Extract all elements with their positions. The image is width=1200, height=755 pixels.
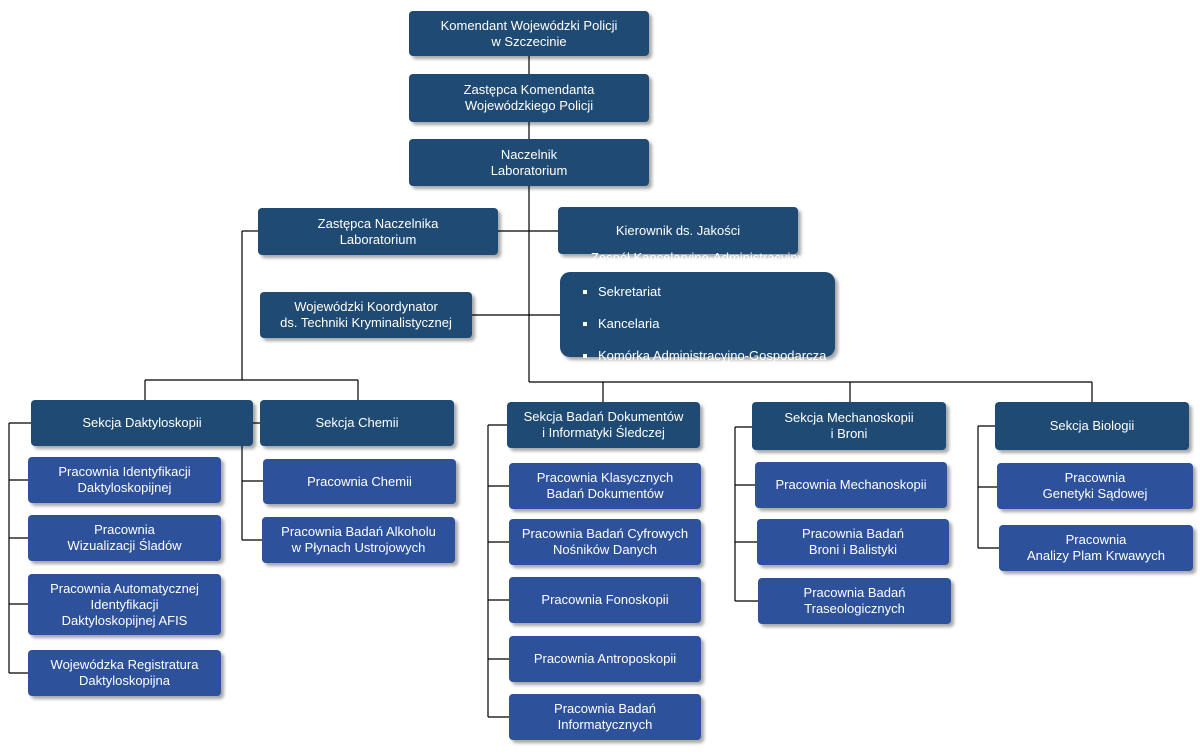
zastepca-naczelnika-box[interactable]: Zastępca Naczelnika Laboratorium: [258, 208, 498, 255]
unit-chemii[interactable]: Pracownia Chemii: [263, 459, 456, 504]
unit-wizualizacji-sladow[interactable]: Pracownia Wizualizacji Śladów: [28, 515, 221, 561]
komendant-box[interactable]: Komendant Wojewódzki Policji w Szczecini…: [409, 11, 649, 56]
unit-traseologicznych[interactable]: Pracownia Badań Traseologicznych: [758, 578, 951, 624]
section-chemia[interactable]: Sekcja Chemii: [260, 400, 454, 446]
zespol-list: Sekretariat Kancelaria Komórka Administr…: [580, 268, 826, 380]
unit-analizy-plam[interactable]: Pracownia Analizy Plam Krwawych: [999, 525, 1193, 571]
section-mechanoskopia[interactable]: Sekcja Mechanoskopii i Broni: [752, 402, 946, 450]
unit-badan-alkoholu[interactable]: Pracownia Badań Alkoholu w Płynach Ustro…: [262, 517, 455, 563]
unit-mechanoskopii[interactable]: Pracownia Mechanoskopii: [755, 462, 947, 508]
koordynator-box[interactable]: Wojewódzki Koordynator ds. Techniki Krym…: [260, 292, 472, 338]
unit-identyfikacji-daktyloskopijnej[interactable]: Pracownia Identyfikacji Daktyloskopijnej: [28, 457, 221, 503]
section-biologia[interactable]: Sekcja Biologii: [995, 402, 1189, 450]
unit-antroposkopii[interactable]: Pracownia Antroposkopii: [509, 636, 701, 682]
section-dokumenty[interactable]: Sekcja Badań Dokumentów i Informatyki Śl…: [507, 402, 700, 448]
zespol-item: Kancelaria: [580, 316, 826, 332]
unit-informatycznych[interactable]: Pracownia Badań Informatycznych: [509, 694, 701, 740]
unit-klasycznych-badan[interactable]: Pracownia Klasycznych Badań Dokumentów: [509, 463, 701, 509]
kierownik-jakosci-box[interactable]: Kierownik ds. Jakości: [558, 207, 798, 254]
naczelnik-box[interactable]: Naczelnik Laboratorium: [409, 139, 649, 186]
section-daktyloskopia[interactable]: Sekcja Daktyloskopii: [31, 400, 253, 446]
zespol-title: Zespół Kancelaryjno-Administracyjny: [590, 249, 805, 265]
zespol-item: Sekretariat: [580, 284, 826, 300]
unit-fonoskopii[interactable]: Pracownia Fonoskopii: [509, 577, 701, 623]
unit-broni-balistyki[interactable]: Pracownia Badań Broni i Balistyki: [757, 519, 949, 565]
zespol-item: Komórka Administracyjno-Gospodarcza: [580, 348, 826, 364]
zastepca-komendanta-box[interactable]: Zastępca Komendanta Wojewódzkiego Policj…: [409, 74, 649, 122]
unit-registratura[interactable]: Wojewódzka Registratura Daktyloskopijna: [28, 650, 221, 696]
unit-cyfrowych-nosnikow[interactable]: Pracownia Badań Cyfrowych Nośników Danyc…: [509, 519, 701, 565]
unit-genetyki-sadowej[interactable]: Pracownia Genetyki Sądowej: [997, 463, 1193, 509]
zespol-kancelaryjny-box[interactable]: Zespół Kancelaryjno-Administracyjny Sekr…: [560, 250, 835, 363]
unit-afis[interactable]: Pracownia Automatycznej Identyfikacji Da…: [28, 574, 221, 635]
